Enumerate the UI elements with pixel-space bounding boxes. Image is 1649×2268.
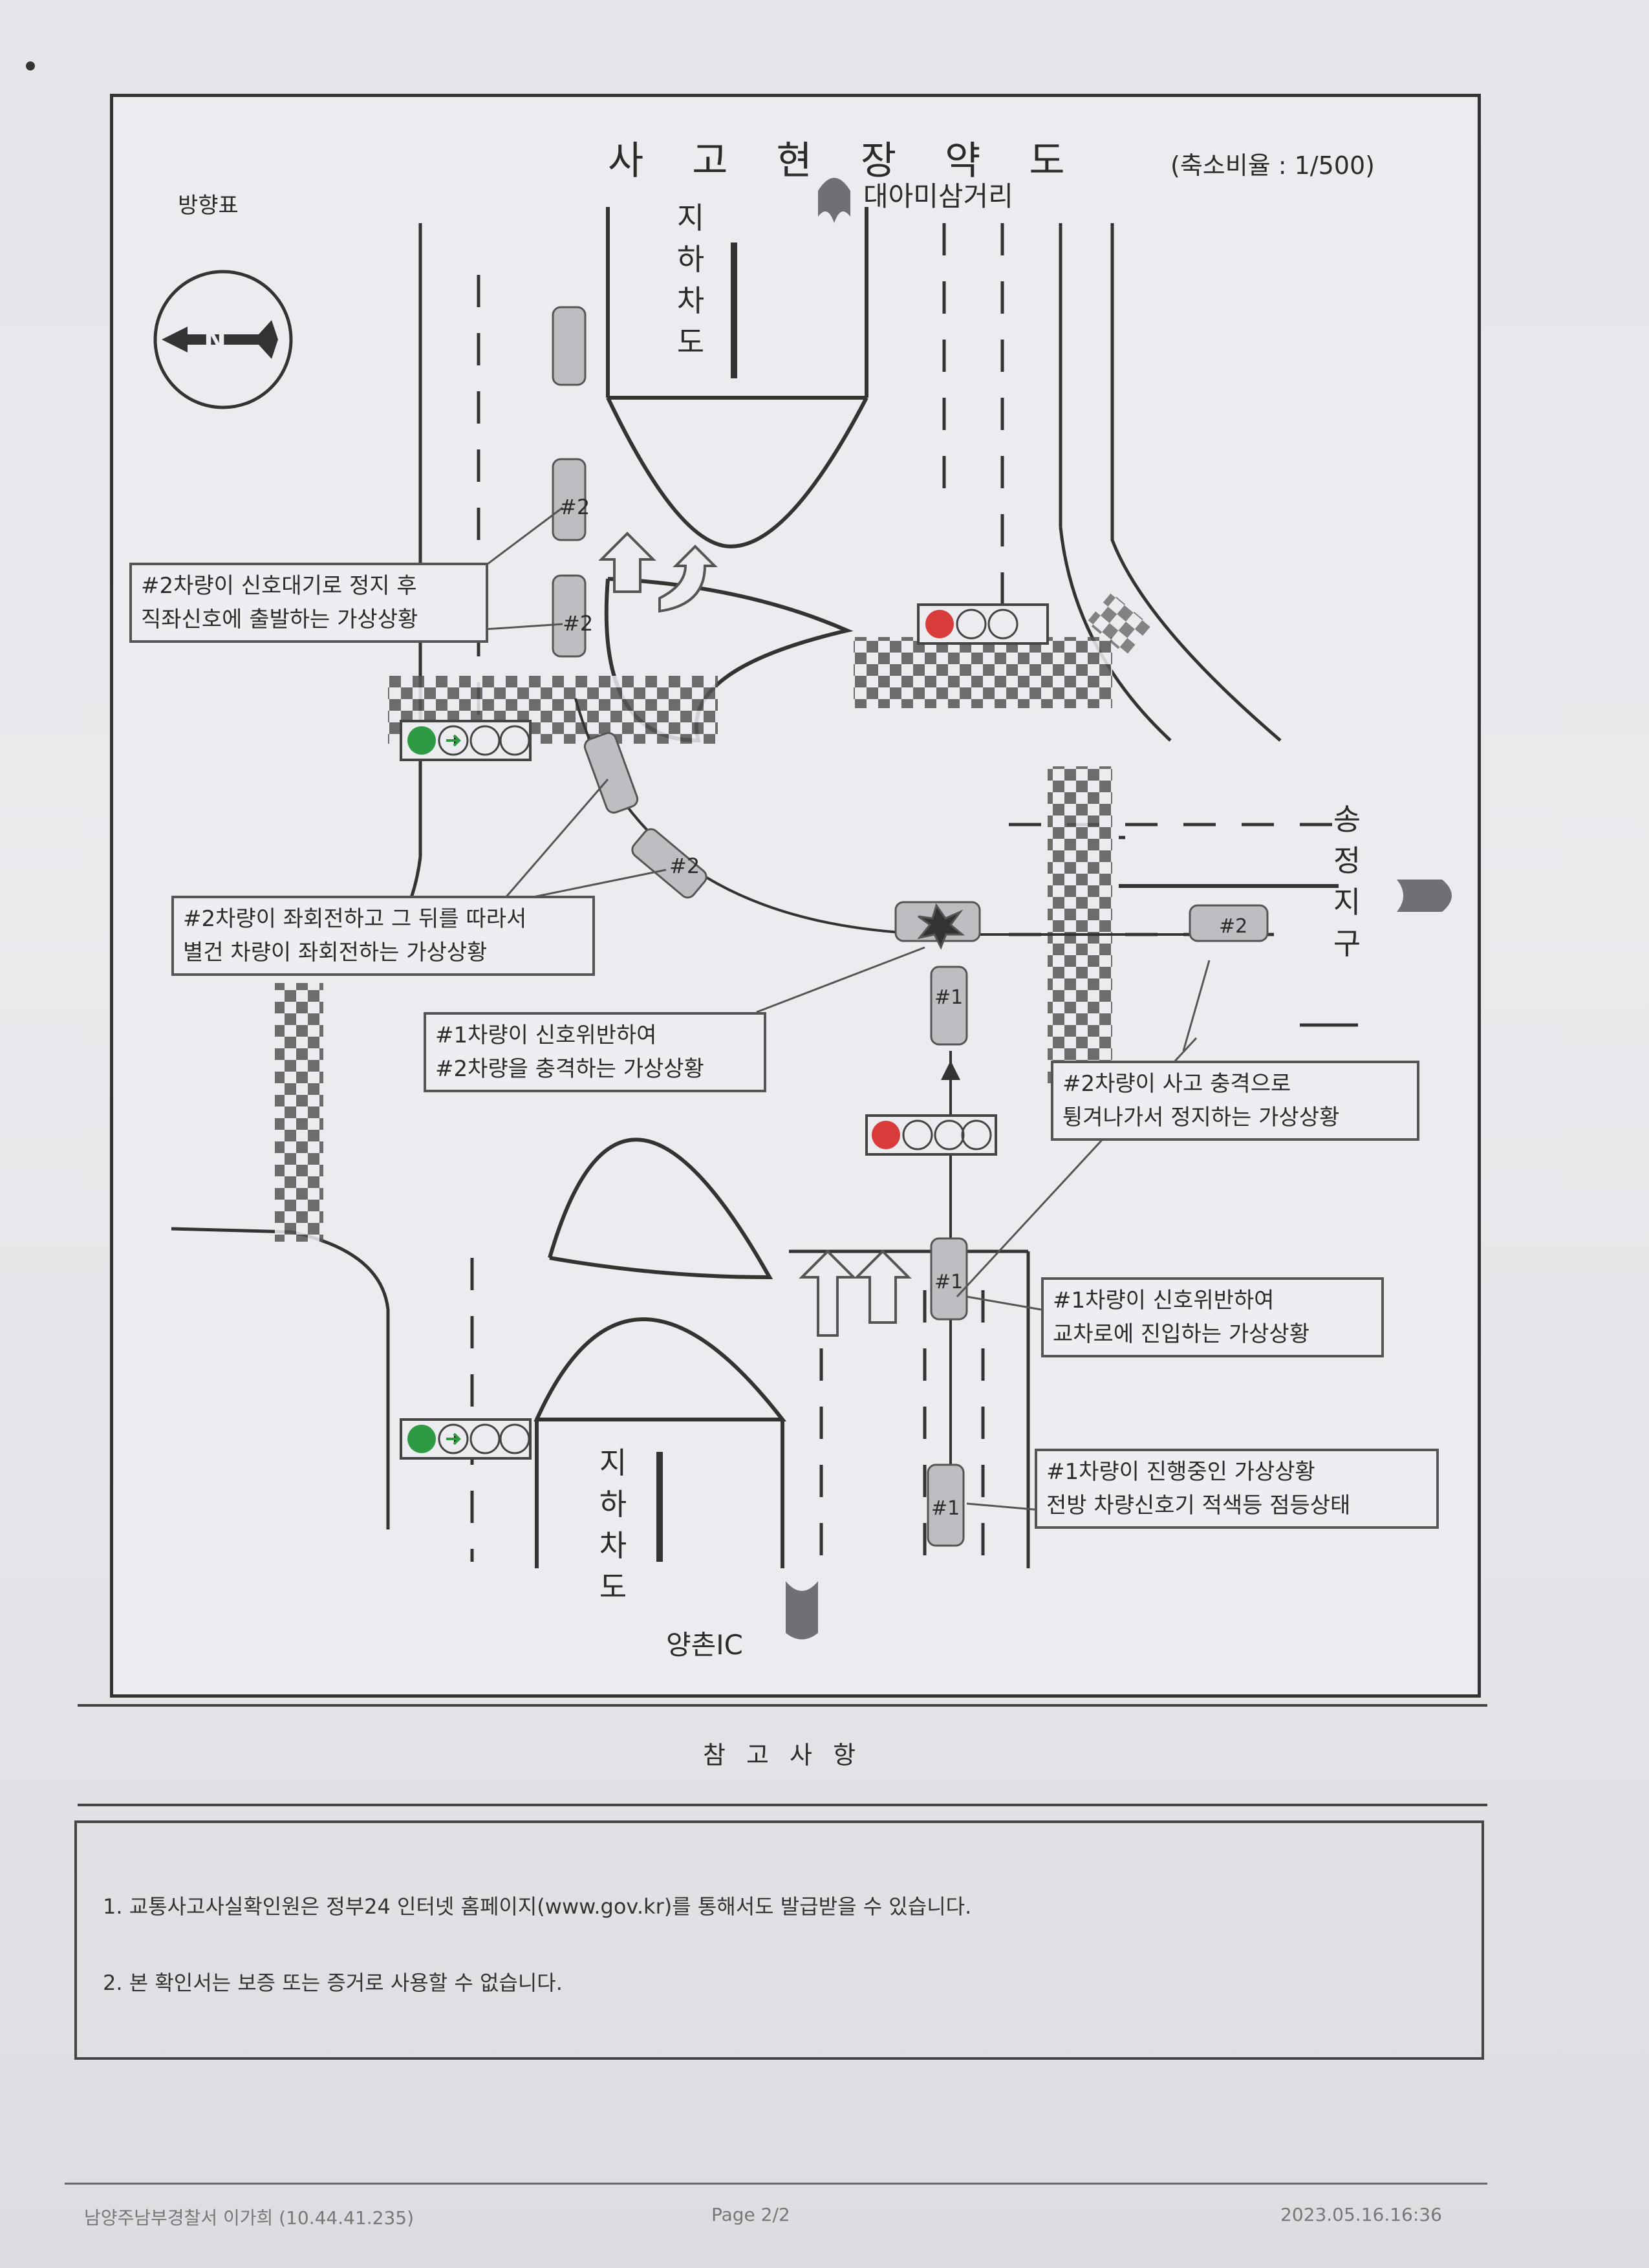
compass-label: 방향표 (178, 193, 239, 219)
compass-icon: N (153, 270, 293, 409)
footer-left: 남양주남부경찰서 이가희 (10.44.41.235) (84, 2207, 415, 2229)
vehicle-north-top (552, 306, 587, 386)
place-north: 대아미삼거리 (863, 180, 1013, 212)
vehicle-label-1c: #1 (931, 1497, 960, 1520)
footer-timestamp: 2023.05.16.16:36 (1280, 2204, 1442, 2225)
scan-speck (26, 61, 35, 70)
callout-pointers (458, 506, 1211, 1511)
crosswalk-north-right (854, 637, 1112, 708)
vehicle-label-2a: #2 (559, 495, 590, 519)
signal-north-right (917, 603, 1049, 645)
crosswalk-northeast (1086, 592, 1151, 656)
reference-notes: 1. 교통사고사실확인원은 정부24 인터넷 홈페이지(www.gov.kr)를… (74, 1820, 1484, 2060)
vehicle-label-1a: #1 (934, 986, 964, 1009)
south-arrow-icon (786, 1581, 818, 1639)
vehicle-label-2d: #2 (1219, 915, 1248, 938)
road-arrows (598, 532, 912, 1337)
page-footer: 남양주남부경찰서 이가희 (10.44.41.235) Page 2/2 202… (65, 2183, 1487, 2229)
vehicle1-approach (927, 1237, 968, 1547)
callout-1-collision: #1차량이 신호위반하여#2차량을 충격하는 가상상황 (424, 1012, 766, 1092)
crosswalk-west (275, 983, 323, 1242)
diagram-title: 사 고 현 장 약 도 (608, 138, 1083, 184)
vehicle2-stopped (552, 458, 707, 899)
north-arrow-icon (818, 178, 850, 223)
footer-page: Page 2/2 (711, 2204, 790, 2225)
vehicle-collision (894, 901, 1269, 1046)
signal-north-left (400, 720, 532, 761)
reference-note-1: 1. 교통사고사실확인원은 정부24 인터넷 홈페이지(www.gov.kr)를… (103, 1894, 972, 1919)
underpass-bottom (534, 1138, 787, 1568)
signal-south (865, 1114, 997, 1156)
place-south: 양촌IC (666, 1629, 743, 1661)
reference-heading: 참 고 사 항 (78, 1704, 1487, 1806)
svg-text:N: N (204, 324, 226, 356)
signal-south-left (400, 1418, 532, 1460)
accident-site-diagram: N (153, 178, 1452, 1639)
underpass-top (604, 207, 868, 743)
vehicle-label-1b: #1 (934, 1271, 964, 1293)
scale-ratio: (축소비율 : 1/500) (1170, 151, 1375, 180)
east-arrow-icon (1397, 880, 1452, 912)
vehicle-label-2b: #2 (563, 611, 594, 636)
reference-note-2: 2. 본 확인서는 보증 또는 증거로 사용할 수 없습니다. (103, 1971, 563, 1995)
vehicle-label-2c: #2 (669, 854, 700, 878)
crosswalk-east (1048, 766, 1112, 1090)
